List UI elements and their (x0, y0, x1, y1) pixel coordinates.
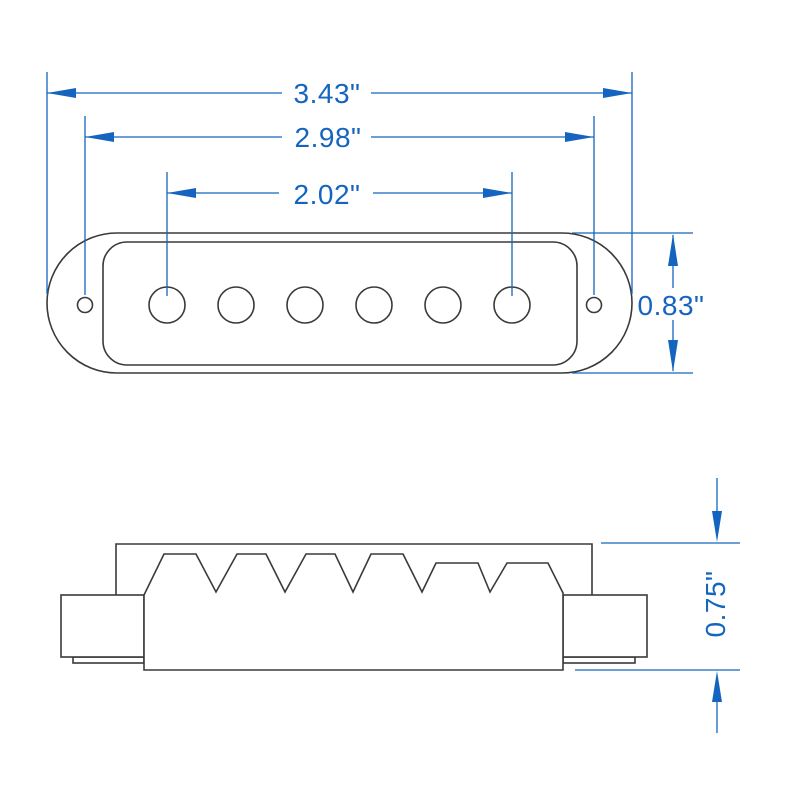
pole-hole-5 (424, 286, 462, 324)
rear-plate-outline (115, 543, 593, 595)
mounting-ear-left (60, 594, 145, 658)
baseplate-lip-left (72, 656, 145, 664)
baseplate-lip-right (562, 656, 636, 664)
pole-hole-3 (286, 286, 324, 324)
mounting-hole-right (585, 296, 603, 314)
mounting-hole-left (76, 296, 94, 314)
dim-mounting-span: 2.98" (84, 116, 595, 295)
dim-overall-width-label: 3.43" (294, 78, 361, 109)
arrow-left-icon (47, 88, 76, 98)
arrow-left-icon (167, 188, 196, 198)
dim-cover-depth-label: 0.83" (638, 290, 705, 321)
arrow-right-icon (483, 188, 512, 198)
arrow-down-icon (668, 340, 678, 372)
arrow-right-icon (565, 132, 594, 142)
arrow-left-icon (85, 132, 114, 142)
dim-overall-width: 3.43" (46, 72, 633, 294)
top-view (46, 232, 633, 374)
pole-hole-4 (355, 286, 393, 324)
mounting-ear-right (562, 594, 648, 658)
arrow-right-icon (603, 88, 632, 98)
dim-pole-span: 2.02" (166, 172, 513, 296)
dim-pole-span-label: 2.02" (294, 179, 361, 210)
dim-overall-height: 0.75" (575, 478, 740, 733)
dim-cover-depth: 0.83" (572, 232, 705, 374)
bobbin-serrated-profile (143, 553, 564, 671)
side-view (60, 543, 648, 671)
dim-overall-height-label: 0.75" (700, 571, 731, 638)
pole-hole-2 (217, 286, 255, 324)
dim-mounting-span-label: 2.98" (295, 122, 362, 153)
arrow-up-icon (668, 234, 678, 266)
arrow-down-icon (712, 511, 722, 542)
cover-inner-edge (102, 241, 578, 366)
arrow-up-icon (712, 671, 722, 702)
